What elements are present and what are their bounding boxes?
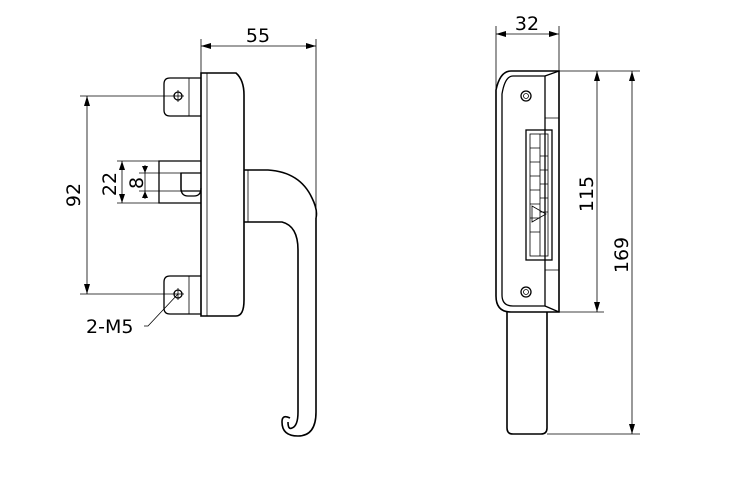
dim-slot-width: 8 [126,177,148,189]
side-housing [495,70,560,313]
side-view [495,70,560,435]
dim-slot-length: 22 [99,172,121,196]
base-plate [200,72,245,317]
dim-front-width: 55 [246,25,270,47]
handle-lever [244,169,318,219]
dim-total-height: 169 [611,237,633,273]
side-lever [506,312,548,435]
front-view [158,72,318,437]
side-top-screw [520,90,532,102]
gear-mechanism [525,129,553,261]
bottom-mounting-tab [163,275,201,315]
dim-hole-spacing: 92 [63,183,85,207]
spindle-slot [158,160,202,204]
dim-side-width: 32 [515,13,539,35]
handle-grip [244,221,299,430]
side-bottom-screw [520,286,532,298]
dim-body-height: 115 [576,176,598,212]
top-screw-hole [172,90,184,102]
top-mounting-tab [163,77,201,117]
dim-screw-spec: 2-M5 [86,316,133,338]
side-dimensions: 32 115 169 [495,13,640,435]
front-dimensions: 55 92 22 8 2-M5 [63,25,317,338]
